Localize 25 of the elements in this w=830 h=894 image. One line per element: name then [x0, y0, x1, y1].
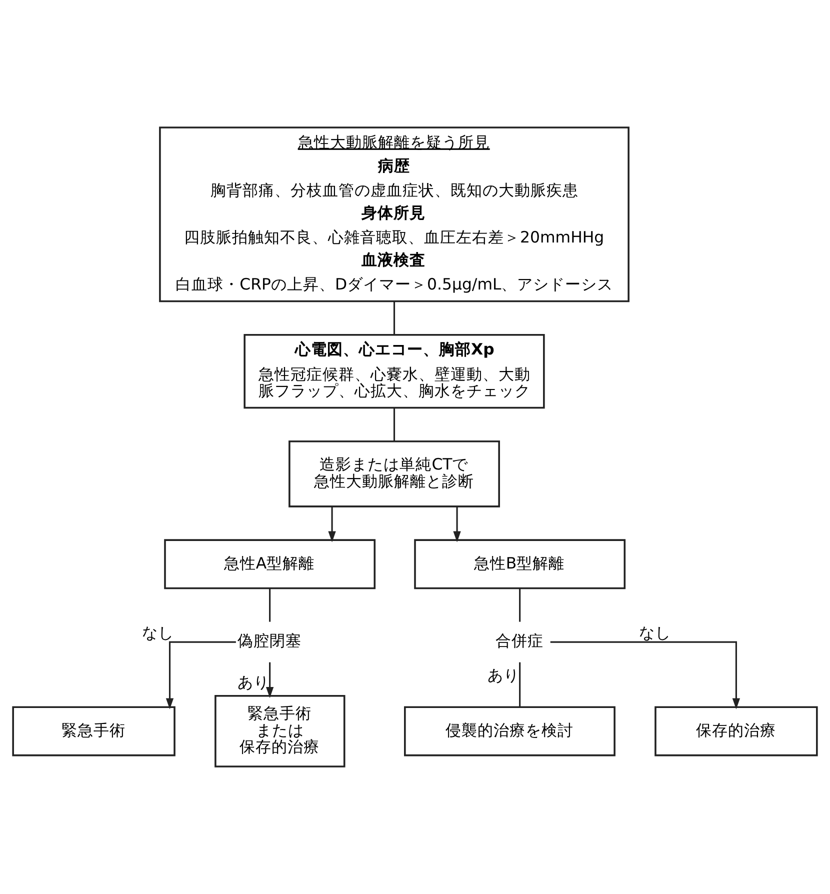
- arrow: [328, 506, 336, 542]
- node-box: 緊急手術または保存的治療: [214, 694, 346, 768]
- arrow: [550, 641, 740, 710]
- connector: [519, 588, 521, 622]
- edge-label: あり: [487, 665, 520, 684]
- edge-label: なし: [639, 622, 672, 642]
- node-box: 心電図、心エコー、胸部Xp 急性冠症候群、心嚢水、壁運動、大動脈フラップ、心拡大、胸水をチェック: [244, 334, 545, 409]
- node-box: 侵襲的治療を検討: [404, 706, 616, 756]
- node-box: 保存的治療: [654, 706, 818, 756]
- edge-label: あり: [237, 672, 270, 692]
- node-box: 急性A型解離: [164, 539, 376, 590]
- node-text: 合併症: [496, 631, 544, 650]
- node-text: 偽腔閉塞: [237, 631, 302, 650]
- arrow: [266, 662, 274, 698]
- edge-label: なし: [142, 622, 174, 642]
- connector: [519, 662, 521, 707]
- node-box: 急性大動脈解離を疑う所見 病歴 胸背部痛、分枝血管の虚血症状、既知の大動脈疾患 身体所見 四肢脈拍触知不良、心雑音聴取、血圧左右差＞20mmHHg 血液検査 白血球・CRPの上昇、Dダイマー＞0.5μg/mL、アシドーシス: [159, 126, 630, 302]
- connector: [269, 588, 271, 622]
- node-box: 緊急手術: [12, 706, 176, 756]
- arrow: [453, 506, 461, 542]
- arrow: [166, 641, 236, 710]
- node-box: 急性B型解離: [414, 539, 626, 590]
- node-box: 造影または単純CTで急性大動脈解離と診断: [288, 440, 500, 508]
- connector: [393, 302, 396, 335]
- connector: [393, 408, 396, 442]
